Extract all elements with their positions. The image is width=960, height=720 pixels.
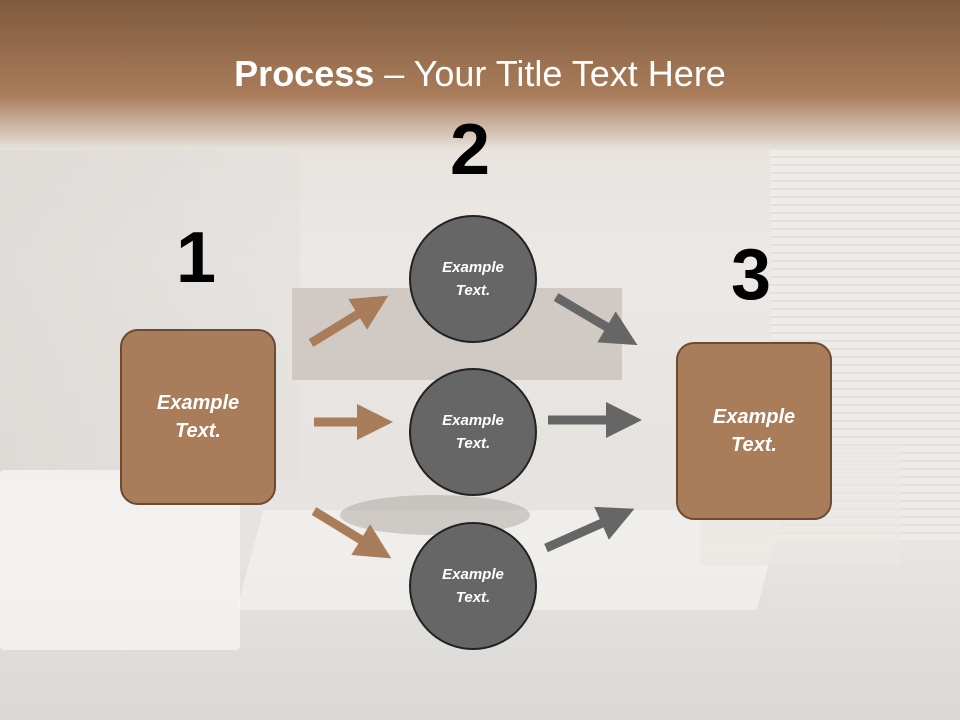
step-3-number: 3 — [731, 235, 772, 315]
step-1-box: Example Text. — [120, 329, 276, 505]
step-3-text: Example Text. — [712, 406, 796, 456]
step-2-circle-top: Example Text. — [409, 215, 537, 343]
step-1-text: Example Text. — [156, 392, 240, 442]
step-2-text-top: Example Text. — [442, 259, 504, 299]
title-rest: – Your Title Text Here — [374, 53, 726, 94]
step-3-box: Example Text. — [676, 342, 832, 520]
arrow-2a-to-3 — [553, 293, 638, 346]
arrow-1-to-2c — [311, 507, 392, 559]
step-2-circle-middle: Example Text. — [409, 368, 537, 496]
step-2-text-middle: Example Text. — [442, 412, 504, 452]
arrow-2c-to-3 — [544, 506, 635, 553]
step-1-number: 1 — [176, 218, 217, 298]
arrow-1-to-2a — [308, 295, 389, 347]
title-bold: Process — [234, 53, 375, 94]
step-2-number: 2 — [450, 110, 491, 190]
slide-title: Process – Your Title Text Here — [0, 48, 960, 100]
step-2-text-bottom: Example Text. — [442, 566, 504, 606]
step-2-circle-bottom: Example Text. — [409, 522, 537, 650]
